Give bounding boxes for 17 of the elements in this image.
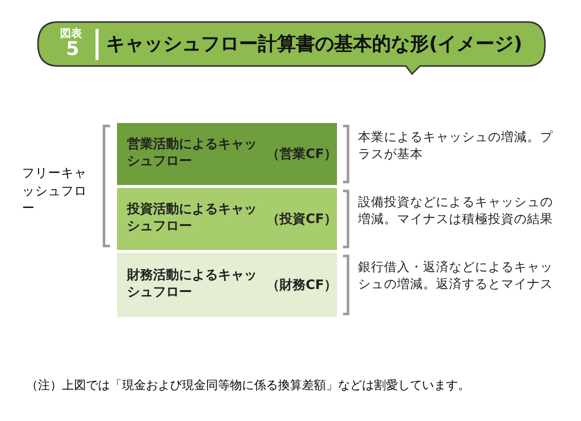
cash-flow-box [117,123,337,185]
cash-flow-box [117,253,337,317]
cash-flow-box [117,188,337,250]
box-abbreviation: （営業CF） [266,146,337,163]
description: 銀行借入・返済などによるキャッシュの増減。返済するとマイナス [358,259,554,293]
free-cash-flow-label: フリーキャッシュフロー [22,164,88,216]
box-abbreviation: （投資CF） [266,211,337,228]
figure-number: 5 [66,38,80,60]
title: キャッシュフロー計算書の基本的な形(イメージ) [106,32,522,57]
box-title: 営業活動によるキャッシュフロー [127,137,258,171]
box-title: 投資活動によるキャッシュフロー [127,202,258,236]
figure-tag: 図表 [60,26,82,41]
footnote: （注）上図では「現金および現金同等物に係る換算差額」などは割愛しています。 [26,377,470,394]
box-abbreviation: （財務CF） [266,277,337,294]
box-title: 財務活動によるキャッシュフロー [127,268,258,302]
description: 設備投資などによるキャッシュの増減。マイナスは積極投資の結果 [358,194,554,228]
description: 本業によるキャッシュの増減。プラスが基本 [358,129,554,163]
